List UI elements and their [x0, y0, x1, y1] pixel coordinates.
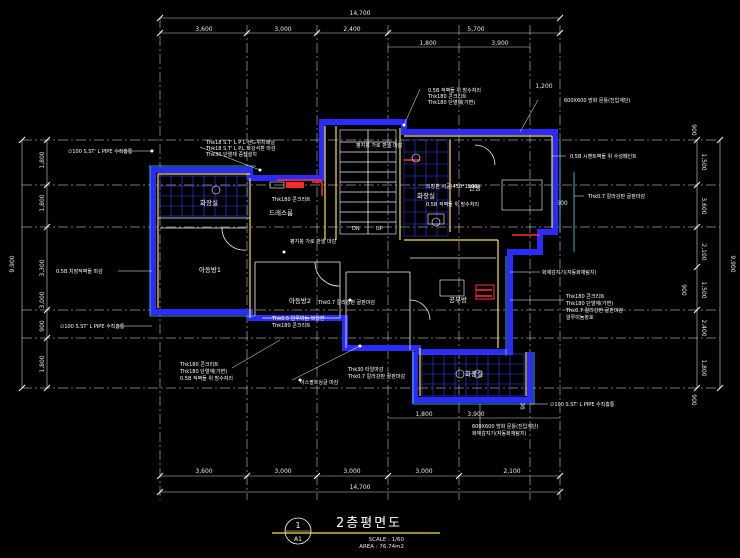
dim-top-3: 2,400: [343, 26, 360, 33]
dim-right-4: 1,500: [700, 281, 707, 298]
title-block: 1 A1 2층평면도 SCALE : 1/60 AREA : 76.74m2: [272, 516, 440, 550]
dim-top2-1: 1,800: [419, 40, 436, 47]
note-7: 0.5B 적벽돌 위 방수처리: [428, 87, 481, 94]
title-area: AREA : 76.74m2: [359, 544, 404, 550]
note-34: 0.5B 적벽돌 위 방수처리: [426, 201, 479, 208]
note-32: Thk180 콘크리트: [271, 196, 311, 203]
dim-left-small: 900: [39, 320, 46, 332]
room-dress: 드레스룸: [269, 208, 293, 217]
title-scale: SCALE : 1/60: [369, 537, 405, 543]
bath-left-tiles: [159, 175, 249, 217]
dim-top-4: 5,700: [467, 26, 484, 33]
dimension-lines: [18, 14, 724, 496]
dim-right-2: 3,600: [700, 197, 707, 214]
grid-lines: [22, 18, 720, 500]
room-bath-master: 화장실: [417, 191, 435, 200]
note-21: Thk180 콘크리트: [179, 361, 219, 368]
note-8: Thk180 콘크리트: [427, 93, 467, 100]
title-circle-bottom: A1: [294, 536, 302, 543]
note-17: 알루미늄창호: [566, 314, 594, 321]
note-27: Thk0.5 알루미늄 복합판: [271, 315, 325, 322]
title-circle-top: 1: [295, 521, 300, 530]
note-30: 평지붕 가로 판넬 마감: [290, 238, 337, 245]
room-child1: 아동방1: [199, 265, 221, 274]
note-25: Thk30 타일마감: [347, 366, 384, 373]
note-2: Thk18 S.T' L P.L 화강석판 마감: [205, 145, 276, 152]
note-3: Thk30 단열재 중첩설치: [205, 151, 257, 158]
note-12: Thk0.7 칼라강판 골판마감: [587, 193, 645, 200]
bath-master-tiles: [403, 139, 449, 237]
room-master: 안방: [469, 183, 481, 192]
note-16: Thk0.7 칼라강판 골판마감: [565, 307, 623, 314]
note-11: 0.5B 시멘트벽돌 위 수성페인트: [570, 153, 637, 160]
dim-left-2: 1,800: [39, 194, 46, 211]
note-23: 0.5B 적벽돌 위 방수처리: [180, 375, 233, 382]
stair-dn-label: DN: [352, 226, 360, 232]
dimension-labels: 14,700 3,600 3,000 2,400 5,700 1,800 3,9…: [9, 10, 736, 491]
dim-overall-bottom: 14,700: [350, 484, 371, 491]
note-28: Thk180 콘크리트: [271, 322, 311, 329]
dim-left-3: 3,300: [39, 259, 46, 276]
dim-top-2: 3,000: [274, 26, 291, 33]
dim-right-small-2: 900: [690, 394, 697, 406]
dim-left-5: 1,800: [39, 355, 46, 372]
dim-top2-2: 3,900: [491, 40, 508, 47]
note-6: ∅100 S.ST' L PIPE 수직홈통: [60, 323, 125, 330]
note-18: ∅100 S.ST' L PIPE 수직홈통: [550, 401, 615, 408]
note-20: 화재감지기(자동화재탐지): [472, 430, 527, 437]
dim-right-3: 2,100: [700, 243, 707, 260]
room-bath-bottom: 화장실: [465, 369, 483, 378]
staircase: DN UP: [339, 129, 397, 235]
dim-right-6: 1,800: [700, 359, 707, 376]
dim-bot-1: 3,600: [195, 468, 212, 475]
dim-bot-5: 2,100: [503, 468, 520, 475]
dim-right-5: 2,400: [700, 319, 707, 336]
dim-right-small-3: 900: [680, 284, 687, 296]
note-24: 아스팔트싱글 마감: [300, 379, 339, 386]
note-19: 600X600 방화 문틀(진입계단): [472, 423, 538, 430]
bath-bottom-tiles: [421, 353, 525, 397]
room-study: 공부방: [449, 295, 467, 304]
stair-up-label: UP: [376, 226, 383, 232]
note-4: ∅100 S.ST' L PIPE 수직홈통: [68, 148, 133, 155]
room-child2: 아동방2: [289, 296, 311, 305]
annotations: Thk18 S.T' L P L 샌드위치패널 Thk18 S.T' L P.L…: [56, 87, 645, 437]
dim-right-outer: 9,900: [729, 255, 736, 272]
note-13: 화재감지기(자동화재탐지): [542, 269, 597, 276]
note-14: Thk180 콘크리트: [565, 293, 605, 300]
note-29: Thk0.7 칼라강판 골판마감: [317, 299, 375, 306]
note-26: Thk0.7 칼라강판 골판마감: [347, 373, 405, 380]
dim-right-1: 1,500: [700, 153, 707, 170]
title-name: 2층평면도: [336, 516, 402, 531]
note-15: Thk180 단열재(가변): [565, 300, 613, 307]
dim-bot-2: 3,000: [274, 468, 291, 475]
dim-1200: 1,200: [535, 83, 552, 90]
room-bath-left: 화장실: [200, 198, 218, 207]
dim-left-outer: 9,900: [9, 255, 16, 272]
dim-right-small-1: 900: [690, 124, 697, 136]
room-labels: 화장실 아동방1 아동방2 안방 공부방 드레스룸 화장실 화장실: [199, 183, 483, 378]
walls: [149, 119, 575, 405]
dim-left-4: 3,000: [39, 291, 46, 308]
note-1: Thk18 S.T' L P L 샌드위치패널: [205, 139, 275, 146]
note-33: 평지붕 가로 판넬 마감: [356, 142, 403, 149]
dim-left-1: 1,800: [39, 151, 46, 168]
dim-top-1: 3,600: [195, 26, 212, 33]
note-22: Thk180 단열재(가변): [179, 368, 227, 375]
note-31: 의장판 시공(450*1800): [426, 183, 479, 190]
note-10: 600X600 방화 문틀(진입계단): [564, 97, 630, 104]
note-5: 0.5B 치장적벽돌 마감: [56, 268, 103, 275]
dim-600: 600: [556, 200, 568, 207]
note-9: Thk180 단열재(가변): [427, 99, 475, 106]
fixtures: [211, 144, 543, 379]
dim-botsmall-2: 3,900: [467, 411, 484, 418]
dim-bot-4: 3,000: [415, 468, 432, 475]
leader-lines: [118, 88, 584, 430]
dim-bot-3: 3,000: [343, 468, 360, 475]
dim-botsmall-1: 1,800: [415, 411, 432, 418]
dim-overall-top: 14,700: [350, 10, 371, 17]
